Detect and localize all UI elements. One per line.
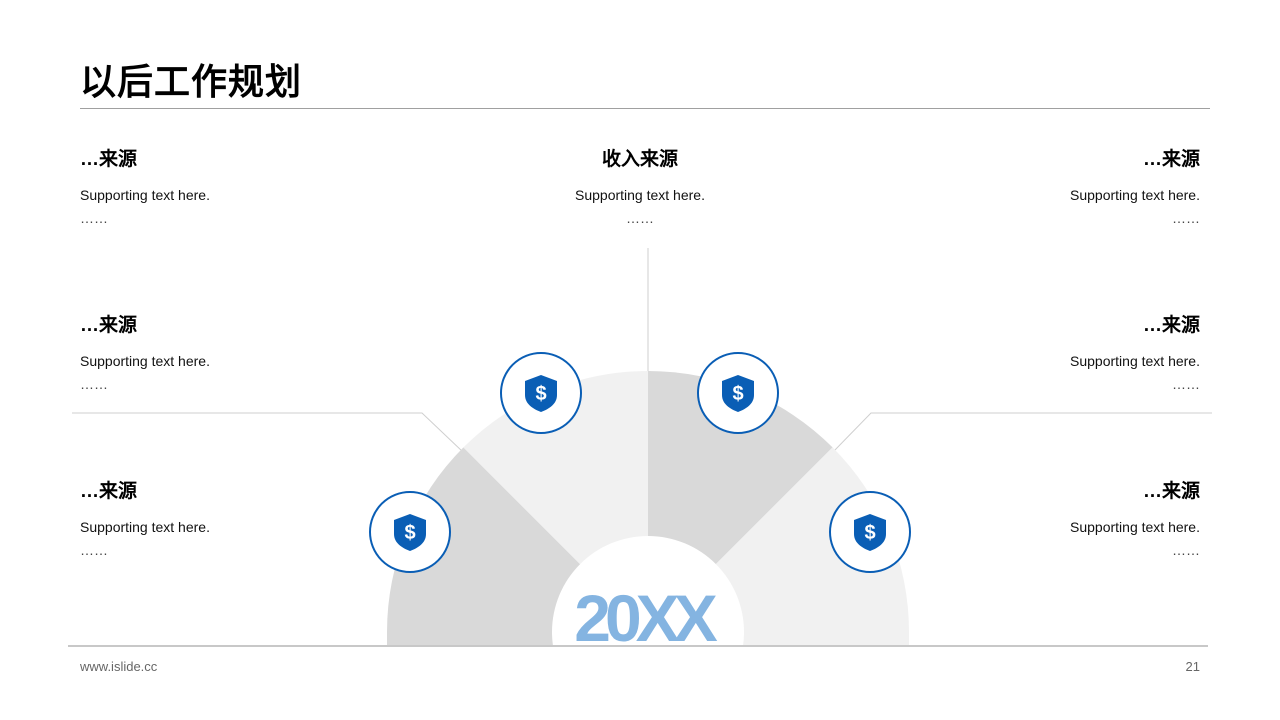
info-block-right-middle: …来源 Supporting text here. …… (900, 314, 1200, 392)
info-block-text: Supporting text here. (1070, 187, 1200, 203)
info-block-text: Supporting text here. (575, 187, 705, 203)
info-block-left-bottom: …来源 Supporting text here. …… (80, 480, 380, 558)
info-block-title: 收入来源 (601, 149, 678, 170)
info-block-text: Supporting text here. (80, 353, 210, 369)
center-year: 20XX (574, 581, 717, 655)
badge-dollar-shield-2 (500, 352, 582, 434)
info-block-more: …… (1172, 542, 1200, 558)
title-divider (80, 108, 1210, 109)
info-block-center: 收入来源 Supporting text here. …… (490, 148, 790, 226)
badge-dollar-shield-4 (829, 491, 911, 573)
info-block-right-top: …来源 Supporting text here. …… (900, 148, 1200, 226)
info-block-text: Supporting text here. (80, 519, 210, 535)
center-hub (552, 536, 744, 645)
info-block-more: …… (1172, 210, 1200, 226)
info-block-more: …… (1172, 376, 1200, 392)
info-block-more: …… (80, 210, 108, 226)
info-block-title: …来源 (1142, 149, 1200, 170)
connector-line-left (72, 412, 464, 453)
badge-dollar-shield-3 (697, 352, 779, 434)
slide-title: 以后工作规划 (80, 61, 303, 102)
info-block-title: …来源 (80, 315, 138, 336)
footer-website: www.islide.cc (80, 659, 158, 674)
info-block-text: Supporting text here. (1070, 519, 1200, 535)
info-block-title: …来源 (1142, 315, 1200, 336)
info-block-more: …… (626, 210, 654, 226)
info-block-right-bottom: …来源 Supporting text here. …… (900, 480, 1200, 558)
info-block-text: Supporting text here. (80, 187, 210, 203)
badge-dollar-shield-1 (369, 491, 451, 573)
info-block-title: …来源 (80, 149, 138, 170)
info-block-text: Supporting text here. (1070, 353, 1200, 369)
info-block-more: …… (80, 376, 108, 392)
connector-line-right (832, 412, 1212, 453)
footer-divider (68, 645, 1208, 647)
connector-lines (72, 248, 1212, 453)
info-block-more: …… (80, 542, 108, 558)
info-block-left-top: …来源 Supporting text here. …… (80, 148, 380, 226)
info-block-title: …来源 (80, 481, 138, 502)
info-block-left-middle: …来源 Supporting text here. …… (80, 314, 380, 392)
info-block-title: …来源 (1142, 481, 1200, 502)
page-number: 21 (1185, 659, 1200, 674)
